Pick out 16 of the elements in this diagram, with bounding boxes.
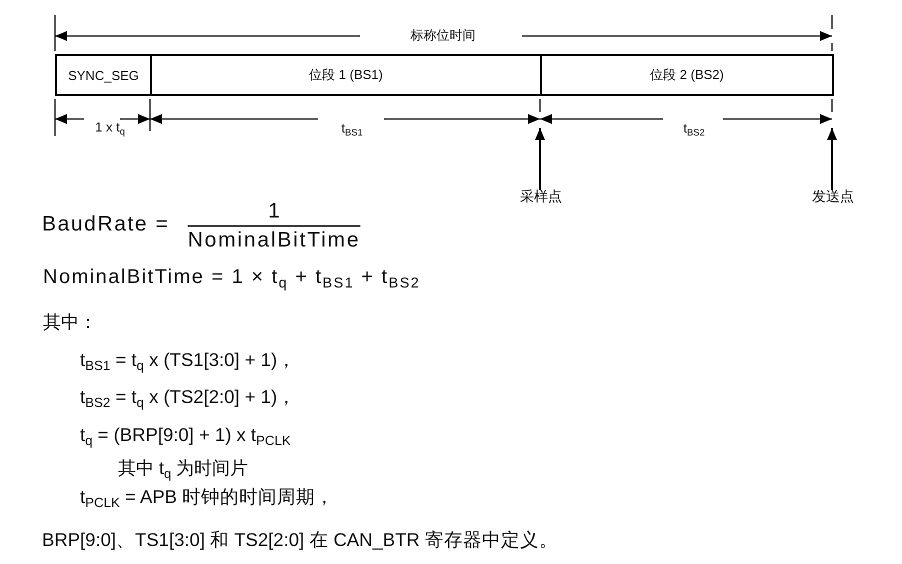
dimension-label: 标称位时间 [410,28,476,42]
point-label: 采样点 [520,191,562,205]
note-text: BRP[9:0]、TS1[3:0] 和 TS2[2:0] 在 CAN_BTR 寄存器中定义。 [42,530,558,550]
denominator: NominalBitTime [188,230,360,250]
point-label: 发送点 [812,191,854,205]
numerator: 1 [268,200,280,222]
arrow [827,128,837,190]
dimension-label: t$_{BS1}$ [341,122,363,134]
bit-segment-box: SYNC_SEG [55,54,152,96]
formula-text: BaudRate = [42,214,170,234]
note-text: 其中： [43,313,97,331]
formula: t$_{PCLK}$ = APB 时钟的时间周期， [80,488,334,506]
arrow [535,128,545,190]
bit-segment-box: 位段 2 (BS2) [540,54,834,96]
dimension-label: t$_{BS2}$ [683,122,705,134]
bit-segment-box: 位段 1 (BS1) [150,54,542,96]
